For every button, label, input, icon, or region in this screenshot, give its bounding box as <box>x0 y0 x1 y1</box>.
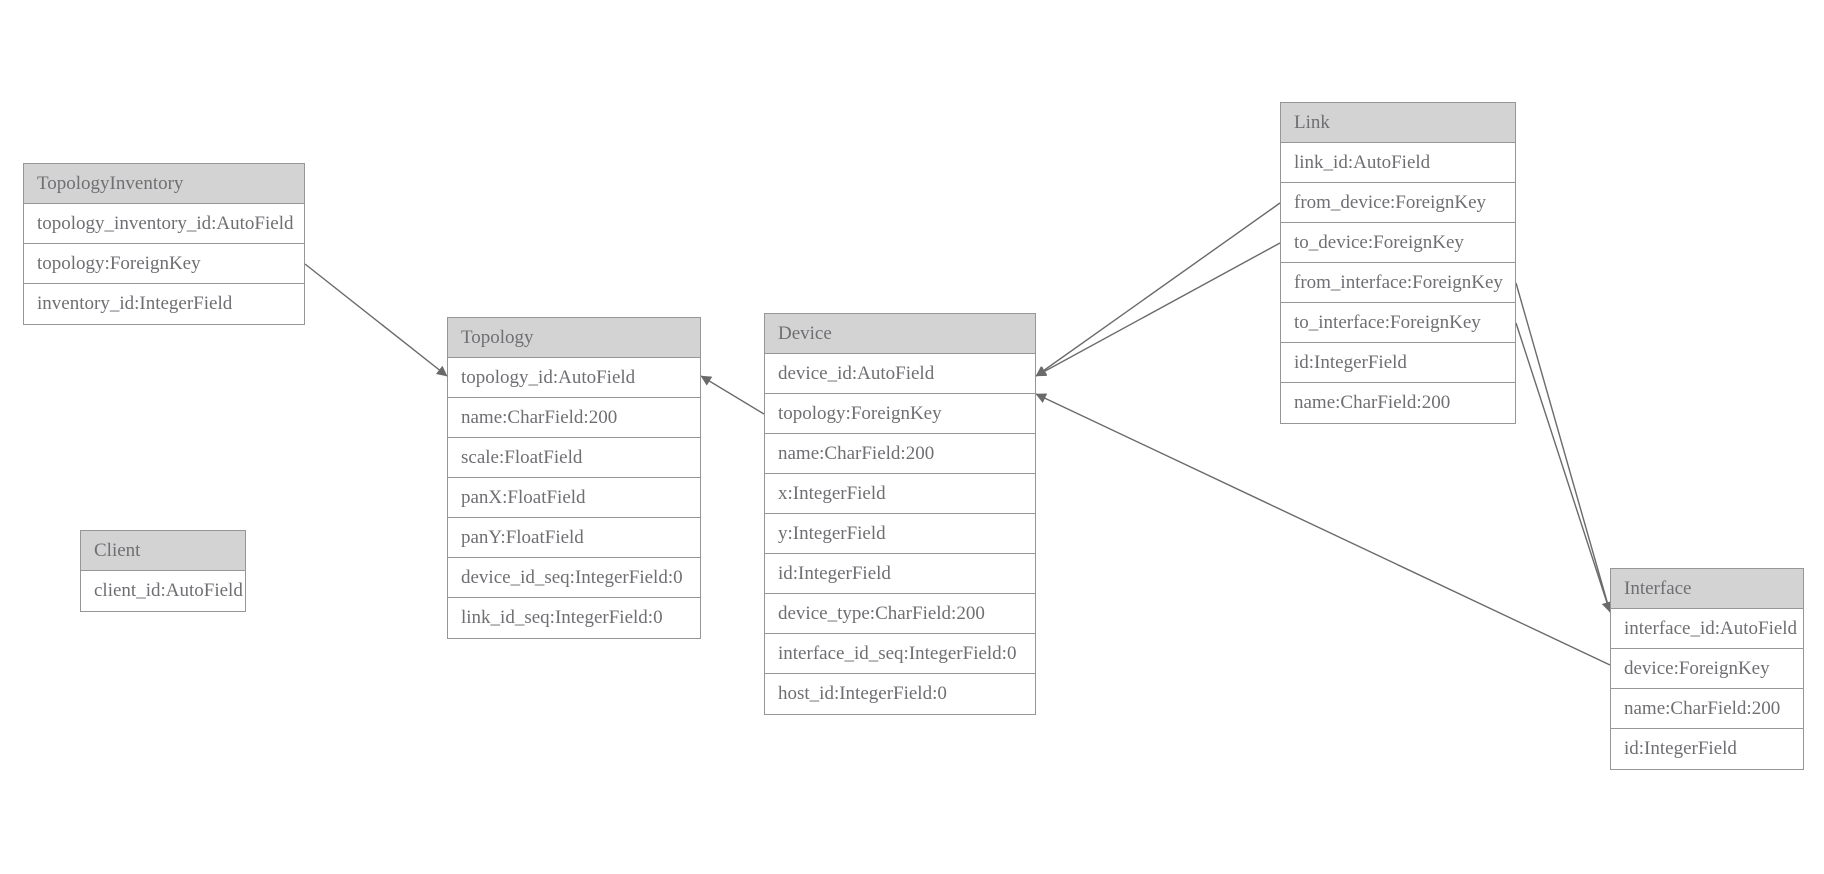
entity-field-row[interactable]: interface_id:AutoField <box>1611 609 1803 649</box>
entity-field-row[interactable]: panY:FloatField <box>448 518 700 558</box>
entity-field-row[interactable]: x:IntegerField <box>765 474 1035 514</box>
entity-field-row[interactable]: device_type:CharField:200 <box>765 594 1035 634</box>
entity-title-topology: Topology <box>448 318 700 358</box>
rel-link-from-interface[interactable] <box>1515 282 1613 613</box>
entity-field-row[interactable]: to_device:ForeignKey <box>1281 223 1515 263</box>
entity-field-row[interactable]: topology_id:AutoField <box>448 358 700 398</box>
entity-field-row[interactable]: id:IntegerField <box>765 554 1035 594</box>
rel-link-from-device[interactable] <box>1035 202 1281 377</box>
entity-field-row[interactable]: inventory_id:IntegerField <box>24 284 304 324</box>
rel-device-topology[interactable] <box>700 375 765 415</box>
entity-field-row[interactable]: device_id:AutoField <box>765 354 1035 394</box>
entity-title-topologyinventory: TopologyInventory <box>24 164 304 204</box>
rel-interface-device[interactable] <box>1035 393 1611 666</box>
entity-field-row[interactable]: name:CharField:200 <box>448 398 700 438</box>
entity-field-row[interactable]: topology_inventory_id:AutoField <box>24 204 304 244</box>
entity-field-row[interactable]: topology:ForeignKey <box>24 244 304 284</box>
rel-link-to-device[interactable] <box>1035 242 1281 377</box>
entity-field-row[interactable]: device_id_seq:IntegerField:0 <box>448 558 700 598</box>
entity-field-row[interactable]: from_device:ForeignKey <box>1281 183 1515 223</box>
entity-field-row[interactable]: scale:FloatField <box>448 438 700 478</box>
entity-field-row[interactable]: link_id_seq:IntegerField:0 <box>448 598 700 638</box>
entity-field-row[interactable]: client_id:AutoField <box>81 571 245 611</box>
entity-field-row[interactable]: from_interface:ForeignKey <box>1281 263 1515 303</box>
entity-title-client: Client <box>81 531 245 571</box>
rel-topologyinventory-topology[interactable] <box>304 263 448 377</box>
entity-field-row[interactable]: name:CharField:200 <box>1281 383 1515 423</box>
entity-field-row[interactable]: interface_id_seq:IntegerField:0 <box>765 634 1035 674</box>
entity-field-row[interactable]: id:IntegerField <box>1611 729 1803 769</box>
entity-field-row[interactable]: name:CharField:200 <box>765 434 1035 474</box>
entity-field-row[interactable]: id:IntegerField <box>1281 343 1515 383</box>
entity-field-row[interactable]: panX:FloatField <box>448 478 700 518</box>
entity-title-device: Device <box>765 314 1035 354</box>
entity-field-row[interactable]: host_id:IntegerField:0 <box>765 674 1035 714</box>
entity-field-row[interactable]: to_interface:ForeignKey <box>1281 303 1515 343</box>
entity-field-row[interactable]: y:IntegerField <box>765 514 1035 554</box>
entity-field-row[interactable]: link_id:AutoField <box>1281 143 1515 183</box>
entity-title-link: Link <box>1281 103 1515 143</box>
entity-field-row[interactable]: topology:ForeignKey <box>765 394 1035 434</box>
entity-title-interface: Interface <box>1611 569 1803 609</box>
entity-field-row[interactable]: name:CharField:200 <box>1611 689 1803 729</box>
entity-field-row[interactable]: device:ForeignKey <box>1611 649 1803 689</box>
rel-link-to-interface[interactable] <box>1515 322 1612 613</box>
